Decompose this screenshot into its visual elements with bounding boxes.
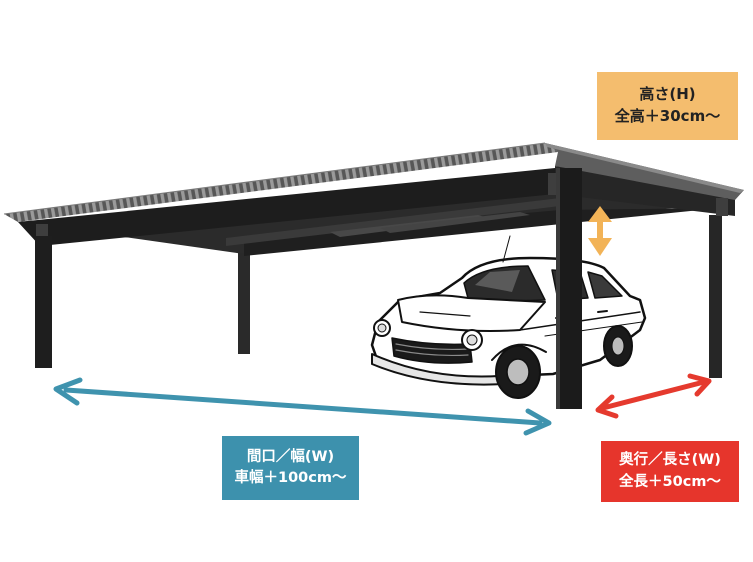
depth-label-box: 奥行／長さ(W) 全長＋50cm〜 <box>601 441 739 502</box>
vintage-car <box>370 235 647 399</box>
width-label-box: 間口／幅(W) 車幅＋100cm〜 <box>222 436 359 500</box>
front-right-post <box>556 168 582 409</box>
height-label-title: 高さ(H) <box>639 85 696 104</box>
carport-structure <box>3 142 744 378</box>
width-label-title: 間口／幅(W) <box>246 448 335 465</box>
depth-arrow <box>595 373 712 419</box>
depth-label-title: 奥行／長さ(W) <box>619 452 721 469</box>
far-right-post <box>709 215 722 378</box>
roof-beam <box>226 198 560 246</box>
width-label-sub: 車幅＋100cm〜 <box>234 470 347 486</box>
height-arrow <box>588 206 612 256</box>
height-label-box: 高さ(H) 全高＋30cm〜 <box>597 72 738 140</box>
depth-label-sub: 全長＋50cm〜 <box>619 473 721 490</box>
roof-underside <box>18 177 722 254</box>
side-beam <box>555 166 735 216</box>
front-beam <box>18 168 555 246</box>
roof-top <box>4 143 558 222</box>
roof-beam <box>380 212 530 233</box>
far-left-post <box>238 232 250 354</box>
height-label-sub: 全高＋30cm〜 <box>614 107 721 125</box>
width-arrow <box>53 377 552 436</box>
front-left-post <box>35 236 52 368</box>
